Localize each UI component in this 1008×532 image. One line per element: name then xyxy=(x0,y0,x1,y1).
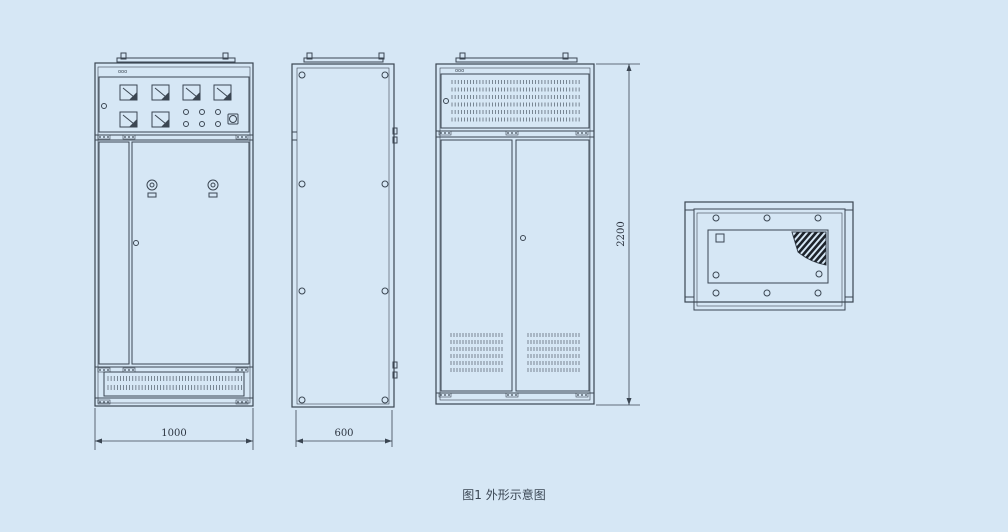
meter-icon xyxy=(182,84,201,101)
terminal-block-icon xyxy=(575,392,589,398)
terminal-block-icon xyxy=(575,130,589,136)
indicator-light-icon xyxy=(183,109,189,115)
terminal-block-icon xyxy=(97,399,111,405)
terminal-block-icon xyxy=(505,130,519,136)
terminal-block-icon xyxy=(97,367,111,373)
indicator-light-icon xyxy=(215,109,221,115)
terminal-block-icon xyxy=(438,392,452,398)
dimension-height xyxy=(596,63,640,406)
indicator-light-icon xyxy=(183,121,189,127)
front-view: ooo xyxy=(94,52,254,407)
terminal-block-icon xyxy=(122,367,136,373)
depth-label: 600 xyxy=(334,428,353,439)
indicator-light-icon xyxy=(199,109,205,115)
svg-text:ooo: ooo xyxy=(118,69,127,75)
meter-icon xyxy=(151,111,170,128)
plan-view xyxy=(684,201,854,311)
dimension-depth xyxy=(295,410,393,447)
front-view-2: ooo xyxy=(435,52,595,405)
side-view xyxy=(291,52,398,408)
meter-icon xyxy=(151,84,170,101)
width-label: 1000 xyxy=(161,428,186,439)
svg-text:ooo: ooo xyxy=(455,68,464,74)
figure-caption: 图1 外形示意图 xyxy=(462,488,546,502)
height-label: 2200 xyxy=(616,221,627,246)
meter-icon xyxy=(119,84,138,101)
terminal-block-icon xyxy=(97,134,111,140)
terminal-block-icon xyxy=(122,134,136,140)
terminal-block-icon xyxy=(438,130,452,136)
terminal-block-icon xyxy=(505,392,519,398)
terminal-block-icon xyxy=(235,399,249,405)
dimension-width xyxy=(94,408,254,450)
terminal-block-icon xyxy=(235,134,249,140)
terminal-block-icon xyxy=(235,367,249,373)
meter-icon xyxy=(213,84,232,101)
indicator-light-icon xyxy=(199,121,205,127)
indicator-light-icon xyxy=(215,121,221,127)
meter-icon xyxy=(119,111,138,128)
